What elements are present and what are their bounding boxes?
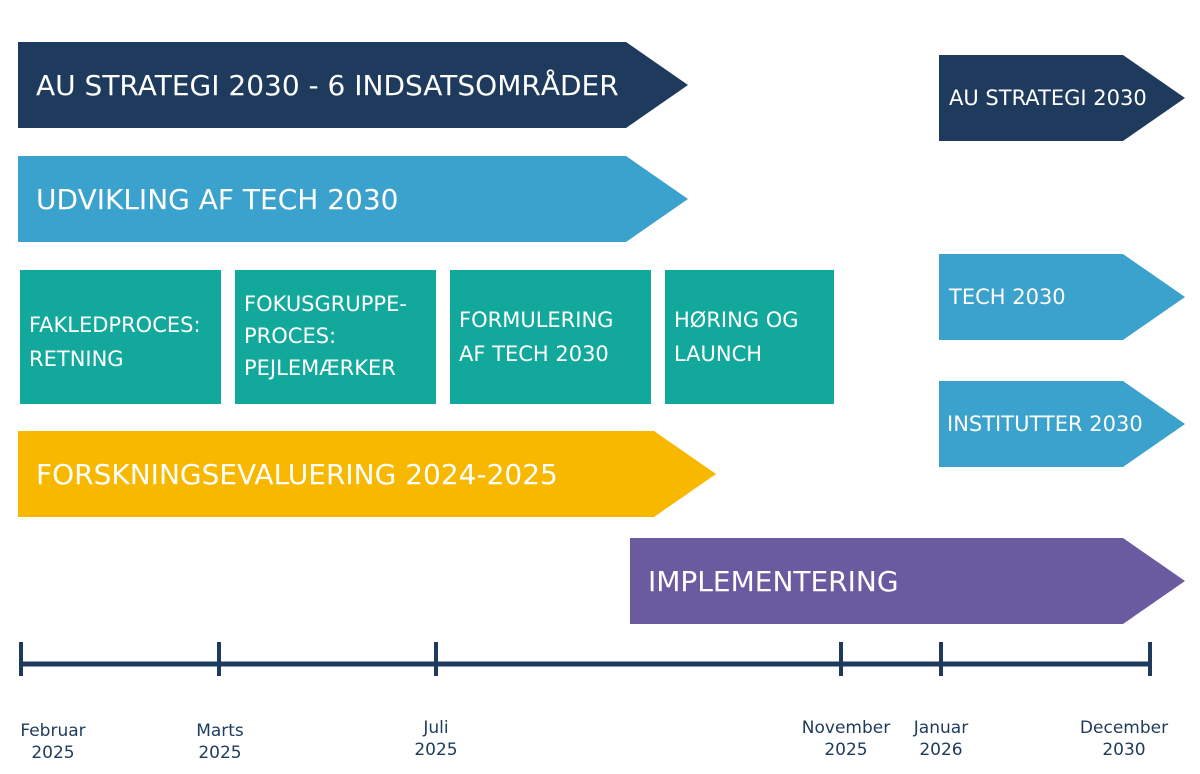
timeline-label-mar-2025: Marts 2025 bbox=[196, 721, 244, 763]
legend-institutter-arrow: INSTITUTTER 2030 bbox=[939, 381, 1185, 467]
udvikling-arrow-label: UDVIKLING AF TECH 2030 bbox=[36, 182, 399, 216]
timeline-label-feb-2025: Februar 2025 bbox=[20, 721, 86, 763]
implementering-arrow-label: IMPLEMENTERING bbox=[648, 564, 899, 598]
timeline-label-nov-2025: November 2025 bbox=[801, 718, 891, 760]
timeline-axis bbox=[19, 642, 1152, 676]
phase-label: HØRING OG LAUNCH bbox=[674, 308, 799, 366]
timeline-label-jul-2025: Juli 2025 bbox=[414, 718, 458, 760]
legend-tech-label: TECH 2030 bbox=[949, 285, 1066, 309]
forskningsevaluering-arrow: FORSKNINGSEVALUERING 2024-2025 bbox=[18, 431, 716, 517]
udvikling-arrow: UDVIKLING AF TECH 2030 bbox=[18, 156, 688, 242]
phase-box-formulering: FORMULERING AF TECH 2030 bbox=[450, 270, 651, 404]
phase-box-fakledproces: FAKLEDPROCES: RETNING bbox=[20, 270, 221, 404]
forskningsevaluering-arrow-label: FORSKNINGSEVALUERING 2024-2025 bbox=[36, 457, 558, 491]
implementering-arrow: IMPLEMENTERING bbox=[630, 538, 1185, 624]
au-strategi-arrow-label: AU STRATEGI 2030 - 6 INDSATSOMRÅDER bbox=[36, 68, 619, 102]
legend-institutter-label: INSTITUTTER 2030 bbox=[947, 412, 1143, 436]
phase-box-horing: HØRING OG LAUNCH bbox=[665, 270, 834, 404]
phase-label: FAKLEDPROCES: RETNING bbox=[29, 313, 201, 371]
au-strategi-arrow: AU STRATEGI 2030 - 6 INDSATSOMRÅDER bbox=[18, 42, 688, 128]
legend-au-strategi-label: AU STRATEGI 2030 bbox=[949, 86, 1147, 110]
timeline-label-jan-2026: Januar 2026 bbox=[913, 718, 969, 760]
legend-au-strategi-arrow: AU STRATEGI 2030 bbox=[939, 55, 1185, 141]
legend-tech-arrow: TECH 2030 bbox=[939, 254, 1185, 340]
phase-box-fokusgruppe: FOKUSGRUPPE- PROCES: PEJLEMÆRKER bbox=[235, 270, 436, 404]
phase-label: FORMULERING AF TECH 2030 bbox=[459, 308, 614, 366]
phase-label: FOKUSGRUPPE- PROCES: PEJLEMÆRKER bbox=[244, 292, 407, 380]
timeline-label-dec-2030: December 2030 bbox=[1079, 718, 1169, 760]
